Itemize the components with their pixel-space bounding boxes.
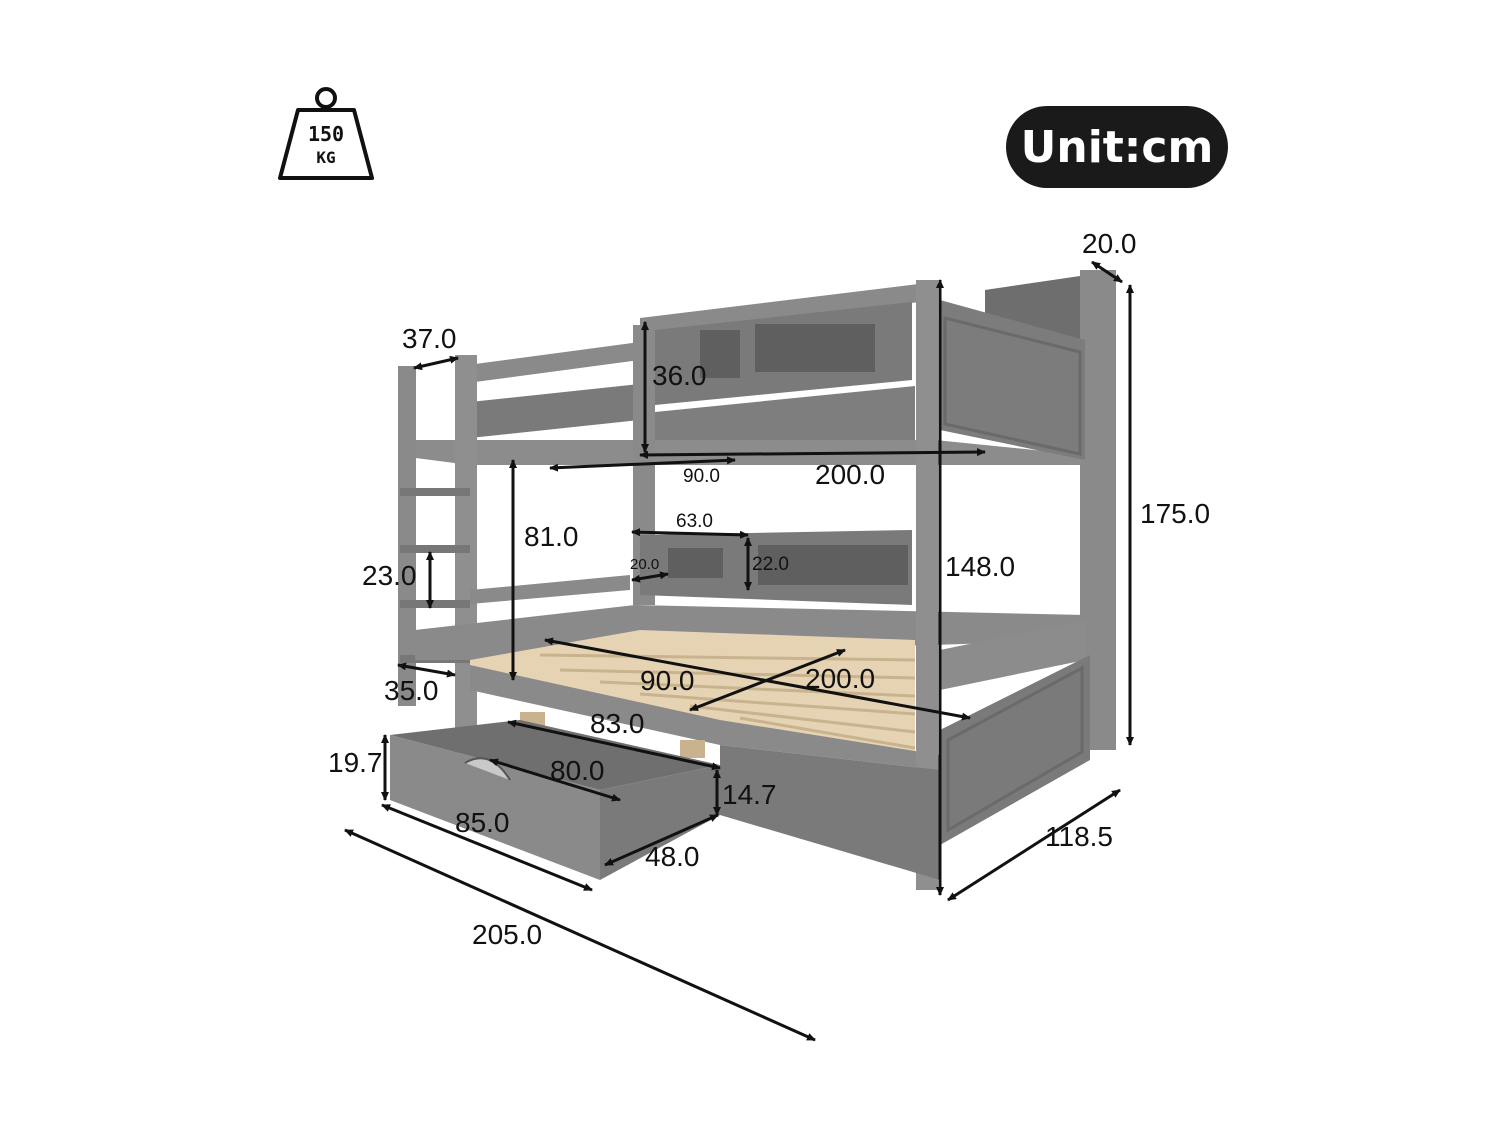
label-drawer-inner-width: 80.0 (550, 755, 605, 786)
bottom-rail-left (470, 575, 630, 604)
ladder-rung-3 (400, 600, 470, 608)
drawer-runner-2 (680, 740, 705, 758)
label-top-depth: 20.0 (1082, 228, 1137, 259)
lower-shelf-cubby-2 (758, 545, 908, 585)
label-ladder-width-top: 37.0 (402, 323, 457, 354)
label-shelf-depth: 20.0 (630, 556, 659, 573)
top-rail-left (460, 342, 640, 384)
label-drawer-length: 85.0 (455, 807, 510, 838)
ladder-rung-2 (400, 545, 470, 553)
top-shelf-cubby-2 (755, 324, 875, 372)
trundle-front (720, 745, 940, 880)
label-top-bed-length: 200.0 (815, 459, 885, 490)
unit-badge: Unit:cm (1006, 106, 1228, 188)
label-frame-height: 148.0 (945, 551, 1015, 582)
arrow-drawer-outer-width (507, 719, 721, 771)
label-drawer-height: 19.7 (328, 747, 383, 778)
weight-unit: KG (316, 148, 336, 167)
weight-badge: 150 KG (270, 86, 382, 186)
right-end-panel-top (940, 300, 1085, 460)
label-drawer-inner-height: 14.7 (722, 779, 777, 810)
ladder-back-post (398, 366, 416, 706)
dimension-labels: 20.0 175.0 37.0 36.0 90.0 200.0 81.0 63.… (328, 228, 1210, 950)
label-ladder-depth: 35.0 (384, 675, 439, 706)
arrow-ladder-depth (397, 662, 456, 678)
label-drawer-outer-width: 83.0 (590, 708, 645, 739)
top-shelf-cubby-1 (700, 330, 740, 378)
label-top-bed-width: 90.0 (683, 466, 720, 487)
label-shelf-height: 22.0 (752, 554, 789, 575)
label-under-clearance: 81.0 (524, 521, 579, 552)
arrow-top-bed-length (639, 448, 986, 459)
arrow-shelf-length (631, 528, 749, 539)
label-drawer-depth: 48.0 (645, 841, 700, 872)
label-shelf-length: 63.0 (676, 511, 713, 532)
arrow-ladder-width-top (413, 355, 459, 371)
right-end-panel-top-inset (943, 316, 1082, 456)
label-guardrail-height: 36.0 (652, 360, 707, 391)
front-right-post (916, 280, 938, 890)
arrow-shelf-depth (631, 571, 669, 583)
bottom-side-rail (940, 620, 1085, 690)
arrow-overall-width (947, 788, 1121, 902)
top-rail-mid (470, 384, 640, 438)
label-overall-height: 175.0 (1140, 498, 1210, 529)
label-ladder-step: 23.0 (362, 560, 417, 591)
arrow-drawer-inner-width (489, 758, 621, 802)
label-overall-length: 205.0 (472, 919, 542, 950)
ladder-rung-1 (400, 488, 470, 496)
arrow-overall-length (344, 828, 816, 1042)
lower-shelf-cubby-1 (668, 548, 723, 578)
label-bottom-bed-width: 90.0 (640, 665, 695, 696)
weight-icon (278, 87, 374, 180)
arrow-top-depth (1091, 260, 1123, 284)
arrow-bottom-bed-width (689, 648, 846, 712)
weight-value: 150 (307, 122, 345, 146)
label-overall-width: 118.5 (1045, 821, 1113, 852)
arrow-top-bed-width (549, 456, 736, 472)
dimension-arrows (344, 260, 1134, 1042)
label-bottom-bed-length: 200.0 (805, 663, 875, 694)
